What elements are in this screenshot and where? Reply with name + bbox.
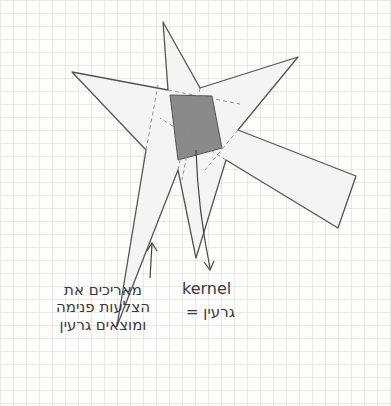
kernel-label: = גרעין xyxy=(186,304,266,321)
extension-lines xyxy=(146,85,240,180)
note-text: מאריכים את הצלעות פנימה ומוצאים גרעין xyxy=(40,282,166,334)
kernel-label: kernel xyxy=(182,280,262,298)
leader-arrows xyxy=(147,150,214,278)
star-polygon xyxy=(72,22,356,326)
